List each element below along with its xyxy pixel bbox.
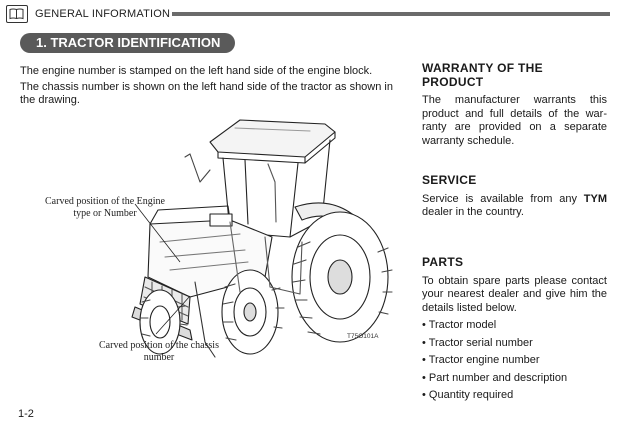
tractor-drawing: [131, 119, 393, 358]
parts-section: PARTS To obtain spare parts please conta…: [422, 255, 607, 407]
parts-text: To obtain spare parts please contact you…: [422, 274, 607, 314]
page-number: 1-2: [18, 408, 34, 420]
figure-code: T75O101A: [347, 333, 379, 340]
cab-frame: [222, 139, 331, 238]
list-item: • Quantity required: [422, 389, 514, 402]
parts-list: • Tractor model • Tractor serial number …: [422, 319, 607, 403]
service-text-before: Service is available from any: [422, 192, 584, 205]
chassis-number-text: The chassis number is shown on the left …: [20, 80, 393, 107]
section-title: 1. TRACTOR IDENTIFICATION: [20, 33, 235, 53]
engine-position-callout: Carved position of the Engine type or Nu…: [45, 196, 165, 219]
service-text-after: dealer in the country.: [422, 206, 524, 219]
service-heading: SERVICE: [422, 173, 477, 187]
service-text: Service is available from any TYM dealer…: [422, 193, 607, 220]
header-divider: [172, 12, 610, 16]
chassis-leader-line: [155, 295, 191, 335]
engine-number-text: The engine number is stamped on the left…: [20, 65, 373, 77]
service-brand: TYM: [583, 192, 607, 205]
warranty-heading: WARRANTY OF THE PRODUCT: [422, 61, 543, 89]
engine-leader-line: [134, 203, 181, 263]
list-item: • Tractor serial number: [422, 336, 533, 349]
page-header: GENERAL INFORMATION: [6, 5, 610, 25]
list-item: • Part number and description: [422, 371, 568, 384]
warranty-section: WARRANTY OF THE PRODUCT The manufacturer…: [422, 61, 607, 149]
warranty-text: The manufacturer warrants this product a…: [422, 94, 607, 147]
intro-text: The engine number is stamped on the left…: [20, 65, 405, 110]
list-item: • Tractor model: [422, 319, 497, 332]
list-item: • Tractor engine number: [422, 354, 540, 367]
service-section: SERVICE Service is available from any TY…: [422, 173, 607, 220]
parts-heading: PARTS: [422, 255, 464, 269]
cab-roof: [209, 119, 336, 158]
chassis-position-callout: Carved position of the chassis number: [99, 340, 219, 363]
header-title: GENERAL INFORMATION: [35, 8, 171, 20]
book-icon: [6, 5, 28, 23]
